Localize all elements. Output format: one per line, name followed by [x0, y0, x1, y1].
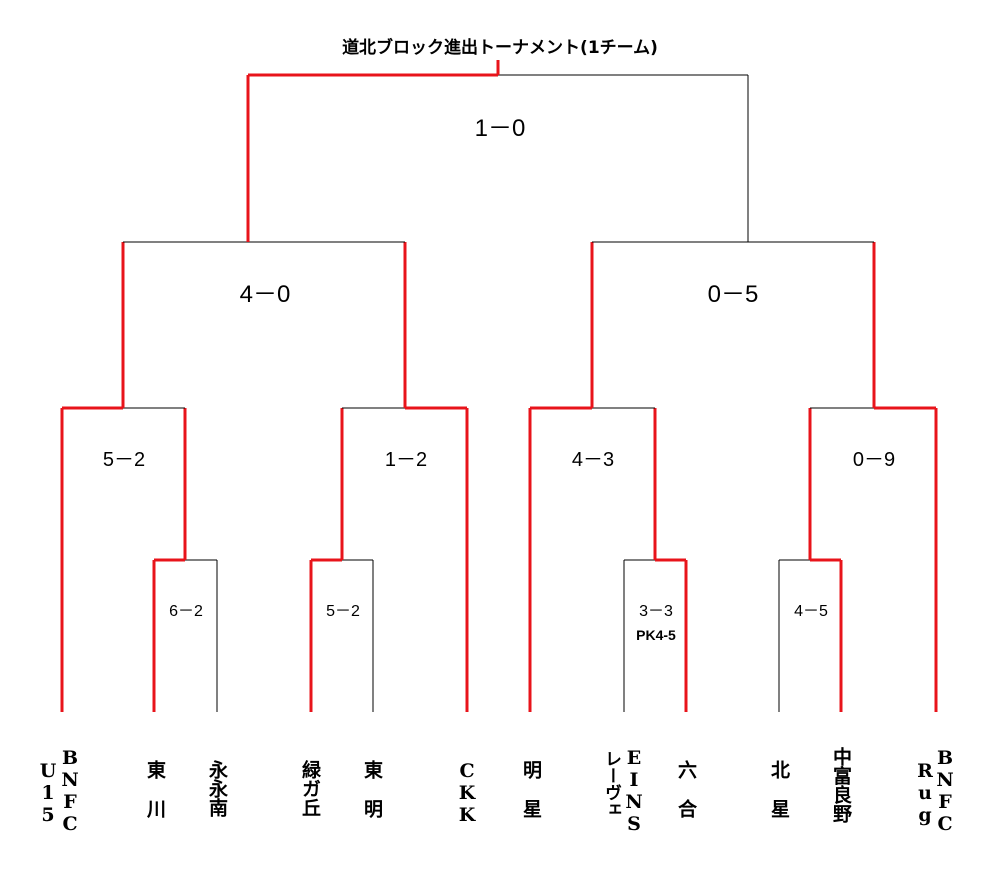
score-semi-left: 4－0	[239, 281, 291, 308]
match-qf-1-lines	[60, 242, 185, 712]
team-12-name: BNFC	[934, 747, 956, 835]
score-final: 1－0	[474, 115, 526, 142]
match-r1-2-lines	[309, 408, 374, 712]
match-r1-4-lines	[778, 408, 843, 712]
score-qf-4: 0－9	[852, 449, 896, 471]
team-11-name: 中富良野	[830, 747, 852, 823]
pk-result-r1-3: PK4-5	[636, 627, 676, 643]
team-10-name: 北星	[768, 760, 790, 838]
score-semi-right: 0－5	[707, 281, 759, 308]
match-r1-3-lines	[623, 408, 688, 712]
score-qf-2: 1－2	[384, 449, 428, 471]
match-qf-3-lines	[528, 242, 655, 712]
team-7-name: 明星	[520, 760, 542, 838]
team-2-name: 東川	[144, 760, 166, 838]
team-8-name: EINS	[623, 747, 645, 835]
team-3-name: 永永南	[206, 760, 228, 817]
team-5-name: 東明	[361, 760, 383, 838]
score-qf-1: 5－2	[102, 449, 146, 471]
score-r1-3: 3－3	[639, 603, 673, 620]
match-sf-left-lines	[123, 75, 405, 243]
team-8-sub: レーヴェ	[601, 750, 621, 818]
score-qf-3: 4－3	[571, 449, 615, 471]
score-r1-2: 5－2	[326, 603, 360, 620]
score-r1-4: 4－5	[794, 603, 828, 620]
team-1-sub: U15	[37, 760, 59, 826]
match-final-lines	[248, 60, 748, 77]
match-qf-4-lines	[810, 242, 938, 712]
team-6-name: CKK	[456, 760, 478, 826]
team-4-name: 緑ガ丘	[299, 760, 321, 817]
team-12-sub: Rug	[914, 760, 936, 826]
tournament-title: 道北ブロック進出トーナメント(1チーム)	[342, 38, 658, 58]
match-sf-right-lines	[592, 75, 874, 243]
team-1-name: BNFC	[59, 747, 81, 835]
score-r1-1: 6－2	[169, 603, 203, 620]
team-9-name: 六合	[675, 760, 697, 838]
match-qf-2-lines	[342, 242, 469, 712]
match-r1-1-lines	[152, 408, 218, 712]
